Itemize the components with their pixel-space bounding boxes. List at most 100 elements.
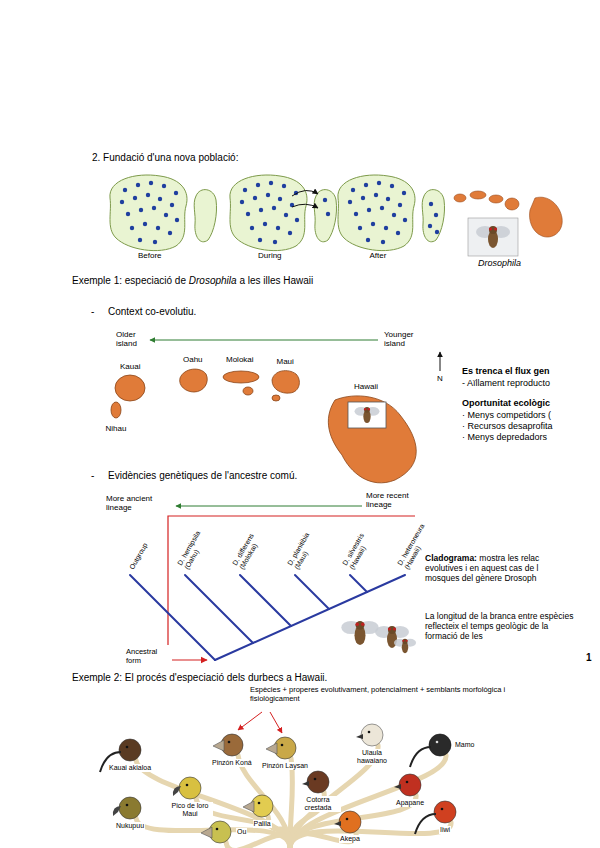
north-arrow (440, 352, 441, 371)
cladogram-branch (350, 575, 367, 592)
island-map (272, 371, 299, 394)
cladogram-branch (215, 575, 405, 660)
species-label: D. hemipsila (Oahu) (176, 520, 215, 571)
bird-head (399, 774, 421, 796)
bird-name: Palila (253, 820, 272, 828)
island-map-small (454, 194, 466, 202)
clade-bracket (168, 516, 415, 660)
bird-head (179, 777, 201, 799)
side-note: - Aïllament reproducto (462, 378, 550, 388)
arrow-label: Older island (116, 330, 148, 348)
lineage-arrow (176, 506, 362, 507)
bird-head (415, 814, 436, 834)
island-panel (338, 175, 415, 251)
island-name: Nihau (106, 424, 127, 433)
drosophila-photo (348, 402, 386, 428)
bird-head (302, 771, 329, 793)
bird-head (356, 734, 363, 739)
bird-name: Apapane (395, 799, 425, 807)
bird-head (119, 797, 141, 819)
age-arrow (150, 340, 378, 341)
population-dots (435, 230, 439, 234)
bird-head (201, 827, 212, 838)
photo-caption: Drosophila (478, 258, 521, 268)
bird-head (441, 808, 444, 811)
clade-bracket (168, 516, 415, 645)
bird-head (394, 784, 401, 789)
bird-head (258, 802, 261, 805)
bird-name: Kauai akialoa (108, 764, 152, 772)
island-name: Hawaii (354, 382, 378, 391)
bird-head (201, 821, 231, 843)
list-item: 2. Fundació d'una nova població: (92, 152, 238, 164)
bird-name: Akepa (339, 835, 361, 843)
island-name: Maui (277, 357, 294, 366)
north-label: N (437, 374, 443, 383)
bird-name: Ulaula hawaiano (349, 749, 395, 765)
bird-head (209, 821, 231, 843)
bird-head (213, 740, 224, 751)
bird-name: Mamo (454, 741, 475, 749)
age-arrow (150, 340, 378, 341)
bird-head (307, 771, 329, 793)
example-heading: Exemple 2: El procés d'especiació dels d… (72, 672, 327, 684)
panel-label: During (258, 251, 282, 260)
drosophila-photo (348, 402, 386, 428)
bird-head (361, 724, 383, 746)
bird-head (334, 821, 341, 826)
species-label: D. planitibia (Maui) (286, 520, 325, 571)
island-map-small (505, 198, 519, 210)
example-heading: Drosophila (189, 275, 237, 286)
bird-head (394, 774, 421, 796)
bird-head (216, 828, 219, 831)
drosophila-photo (476, 226, 510, 248)
bullet-text: Context co-evolutiu. (108, 306, 196, 318)
example-heading: a les illes Hawaii (239, 275, 313, 286)
side-note: · Menys competidors ( (462, 410, 551, 420)
island-name: Kauai (120, 362, 140, 371)
bird-head (243, 795, 273, 817)
cladogram-branch (130, 575, 405, 660)
pointer-arrow (270, 712, 282, 733)
bird-head (314, 778, 317, 781)
island-map-small (530, 197, 563, 237)
bird-head (266, 737, 296, 759)
bird-name: Pinzón Laysan (261, 762, 309, 770)
island-panel (422, 190, 444, 242)
bird-name: Pico de loro Maui (167, 802, 213, 818)
side-note: Es trenca el flux gen (462, 366, 550, 376)
bird-head (281, 744, 284, 747)
panel-label: After (370, 251, 387, 260)
arrow-label: Younger island (384, 330, 424, 348)
bird-head (113, 797, 141, 819)
drosophila-photo (341, 621, 378, 645)
bird-head (228, 741, 231, 744)
island-map (111, 402, 121, 418)
bird-head (243, 801, 254, 812)
population-dots (120, 181, 179, 244)
bird-head (410, 734, 451, 767)
population-dots (323, 198, 327, 202)
bullet: - (91, 306, 94, 318)
population-dots (429, 202, 433, 206)
bird-head (302, 781, 309, 786)
island-map (272, 395, 280, 401)
bird-head (429, 734, 451, 756)
tree-branch (136, 745, 451, 848)
bird-head (213, 734, 243, 756)
example-heading: Exemple 1: especiació de (72, 275, 186, 286)
lineage-arrow (176, 506, 362, 507)
drosophila-photo (468, 218, 518, 256)
drosophila-photo (341, 621, 416, 653)
island-map-small (470, 191, 486, 199)
panel-label: Before (138, 251, 162, 260)
bird-head (173, 777, 201, 799)
text-line: Cladograma:mostra les relac evolutives i… (425, 553, 575, 584)
species-label: D. differens (Molokai) (231, 520, 270, 571)
migration-arrow (292, 190, 318, 196)
drosophila-photo (468, 218, 518, 256)
bird-name: Pinzón Koná (211, 759, 253, 767)
drosophila-photo (394, 639, 416, 653)
bird-head (126, 804, 129, 807)
